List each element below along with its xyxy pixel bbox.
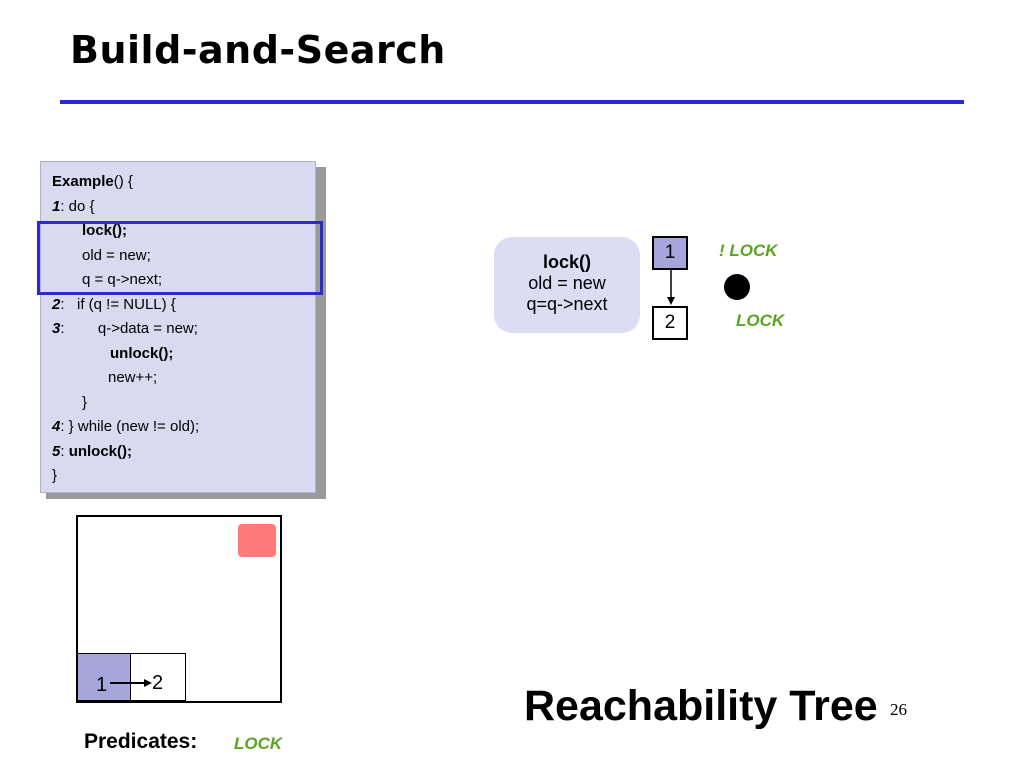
state-arrow: [110, 679, 152, 687]
lock-label: LOCK: [736, 311, 785, 330]
code-highlight-box: [37, 221, 323, 295]
state-label-1: 1: [96, 674, 108, 696]
code-line: }: [82, 394, 88, 411]
code-line: 4: } while (new != old);: [52, 418, 200, 435]
predicates-label: Predicates:: [84, 730, 198, 753]
tree-edge-arrow: [667, 270, 675, 305]
operations-box: lock() old = new q=q->next: [494, 237, 640, 333]
code-line: 2: if (q != NULL) {: [52, 296, 176, 313]
code-line: new++;: [108, 369, 158, 386]
code-line: 1: do {: [52, 198, 95, 215]
code-line: unlock();: [110, 345, 174, 362]
code-line: lock();: [82, 222, 127, 239]
tree-node-2: 2: [652, 306, 688, 340]
page-number: 26: [890, 700, 907, 719]
op-line: old = new: [528, 273, 606, 293]
state-region-1: [77, 653, 131, 701]
code-line: Example() {: [52, 173, 133, 190]
state-region-2: [130, 653, 186, 701]
predicate-value: LOCK: [234, 734, 283, 753]
code-line: q = q->next;: [82, 271, 163, 288]
state-label-2: 2: [152, 672, 164, 694]
op-line: q=q->next: [526, 294, 608, 314]
reachability-tree-title: Reachability Tree: [524, 682, 878, 730]
not-lock-label: ! LOCK: [719, 241, 778, 260]
slide-title: Build-and-Search: [70, 28, 446, 72]
title-rule: [60, 100, 964, 104]
code-line: 3: q->data = new;: [52, 320, 198, 337]
code-line: 5: unlock();: [52, 443, 133, 460]
code-line: }: [52, 467, 58, 484]
code-panel: Example() { 1: do { lock(); old = new; q…: [40, 161, 316, 493]
op-line: lock(): [542, 252, 591, 272]
code-line: old = new;: [82, 247, 151, 264]
tree-node-1: 1: [652, 236, 688, 270]
error-region: [238, 524, 276, 557]
predicate-dot: [724, 274, 750, 300]
